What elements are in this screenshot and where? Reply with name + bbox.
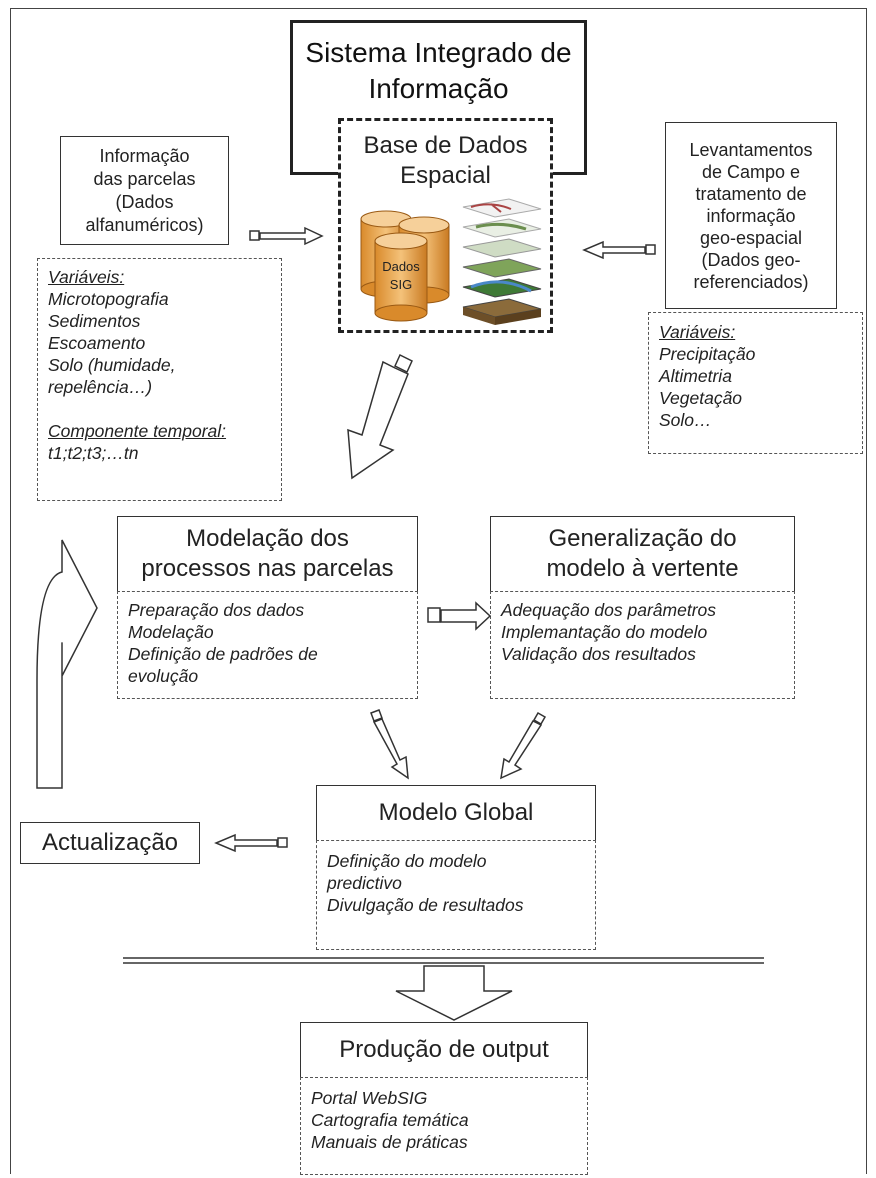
temporal-value: t1;t2;t3;…tn	[48, 443, 139, 463]
global-model-item: Definição do modelo	[327, 851, 487, 871]
variable-item: Microtopografia	[48, 289, 169, 309]
separator-line	[123, 957, 764, 964]
cylinder-icon	[374, 232, 428, 322]
modelling-title-box: Modelação dos processos nas parcelas	[117, 516, 418, 592]
output-title: Produção de output	[339, 1036, 549, 1063]
variable-item: Vegetação	[659, 388, 743, 408]
arrow-left-icon	[214, 833, 288, 853]
cylinder-label-line2: SIG	[390, 277, 412, 292]
modelling-item: Modelação	[128, 622, 214, 642]
generalization-item: Validação dos resultados	[501, 644, 696, 664]
update-label: Actualização	[41, 829, 179, 856]
arrow-right-icon	[249, 226, 324, 246]
generalization-title-box: Generalização do modelo à vertente	[490, 516, 795, 592]
database-box: Base de Dados Espacial Dados SIG	[338, 118, 553, 333]
feedback-arrow-icon	[36, 539, 98, 789]
parcel-info-box: Informação das parcelas (Dados alfanumér…	[60, 136, 229, 245]
field-survey-line: de Campo e	[701, 161, 801, 182]
variable-item: Precipitação	[659, 344, 756, 364]
field-survey-line: Levantamentos	[689, 139, 813, 160]
variable-item: Altimetria	[659, 366, 732, 386]
parcel-info-line: alfanuméricos)	[85, 214, 204, 235]
variable-item: Escoamento	[48, 333, 146, 353]
generalization-item: Adequação dos parâmetros	[501, 600, 716, 620]
output-item: Portal WebSIG	[311, 1088, 428, 1108]
field-variables-box: Variáveis: Precipitação Altimetria Veget…	[648, 312, 863, 454]
variables-heading: Variáveis:	[659, 322, 736, 342]
global-model-item: predictivo	[327, 873, 402, 893]
arrow-left-icon	[582, 240, 656, 260]
field-survey-line: informação	[706, 205, 796, 226]
system-title-line1: Sistema Integrado de	[305, 37, 572, 68]
variable-item: Solo…	[659, 410, 712, 430]
parcel-info-line: Informação	[99, 145, 190, 166]
parcel-variables-box: Variáveis: Microtopografia Sedimentos Es…	[37, 258, 282, 501]
database-title-line1: Base de Dados	[363, 132, 528, 159]
parcel-info-line: (Dados	[115, 191, 174, 212]
global-model-title: Modelo Global	[378, 799, 534, 826]
arrow-down-icon	[395, 965, 513, 1021]
variables-heading: Variáveis:	[48, 267, 125, 287]
variable-item: repelência…)	[48, 377, 153, 397]
modelling-title-line1: Modelação dos	[186, 525, 349, 552]
generalization-title-line1: Generalização do	[548, 525, 737, 552]
field-survey-line: geo-espacial	[699, 227, 803, 248]
global-model-items-box: Definição do modelo predictivo Divulgaçã…	[316, 840, 596, 950]
global-model-title-box: Modelo Global	[316, 785, 596, 841]
field-survey-line: (Dados geo-	[701, 249, 801, 270]
temporal-heading: Componente temporal:	[48, 421, 227, 441]
field-survey-line: referenciados)	[693, 271, 809, 292]
output-item: Manuais de práticas	[311, 1132, 468, 1152]
modelling-title-line2: processos nas parcelas	[141, 555, 394, 582]
global-model-item: Divulgação de resultados	[327, 895, 524, 915]
generalization-item: Implemantação do modelo	[501, 622, 708, 642]
gis-layers-icon	[462, 198, 542, 325]
arrow-down-right-icon	[370, 709, 409, 780]
system-title-line2: Informação	[368, 73, 509, 104]
output-main-box: Produção de output	[300, 1022, 588, 1078]
generalization-items-box: Adequação dos parâmetros Implemantação d…	[490, 591, 795, 699]
cylinder-label-line1: Dados	[382, 259, 420, 274]
modelling-items-box: Preparação dos dados Modelação Definição…	[117, 591, 418, 699]
arrow-right-icon	[427, 601, 492, 631]
modelling-item: evolução	[128, 666, 199, 686]
arrow-down-left-icon	[347, 353, 413, 480]
arrow-down-left-icon	[500, 711, 547, 780]
diagram-frame	[10, 8, 867, 1174]
parcel-info-line: das parcelas	[93, 168, 196, 189]
variable-item: Solo (humidade,	[48, 355, 176, 375]
database-title-line2: Espacial	[400, 162, 491, 189]
field-survey-line: tratamento de	[695, 183, 807, 204]
output-item: Cartografia temática	[311, 1110, 469, 1130]
generalization-title-line2: modelo à vertente	[546, 555, 739, 582]
gis-database-icon: Dados SIG	[360, 198, 542, 325]
field-survey-box: Levantamentos de Campo e tratamento de i…	[665, 122, 837, 309]
modelling-item: Preparação dos dados	[128, 600, 305, 620]
modelling-item: Definição de padrões de	[128, 644, 318, 664]
update-box: Actualização	[20, 822, 200, 864]
variable-item: Sedimentos	[48, 311, 141, 331]
